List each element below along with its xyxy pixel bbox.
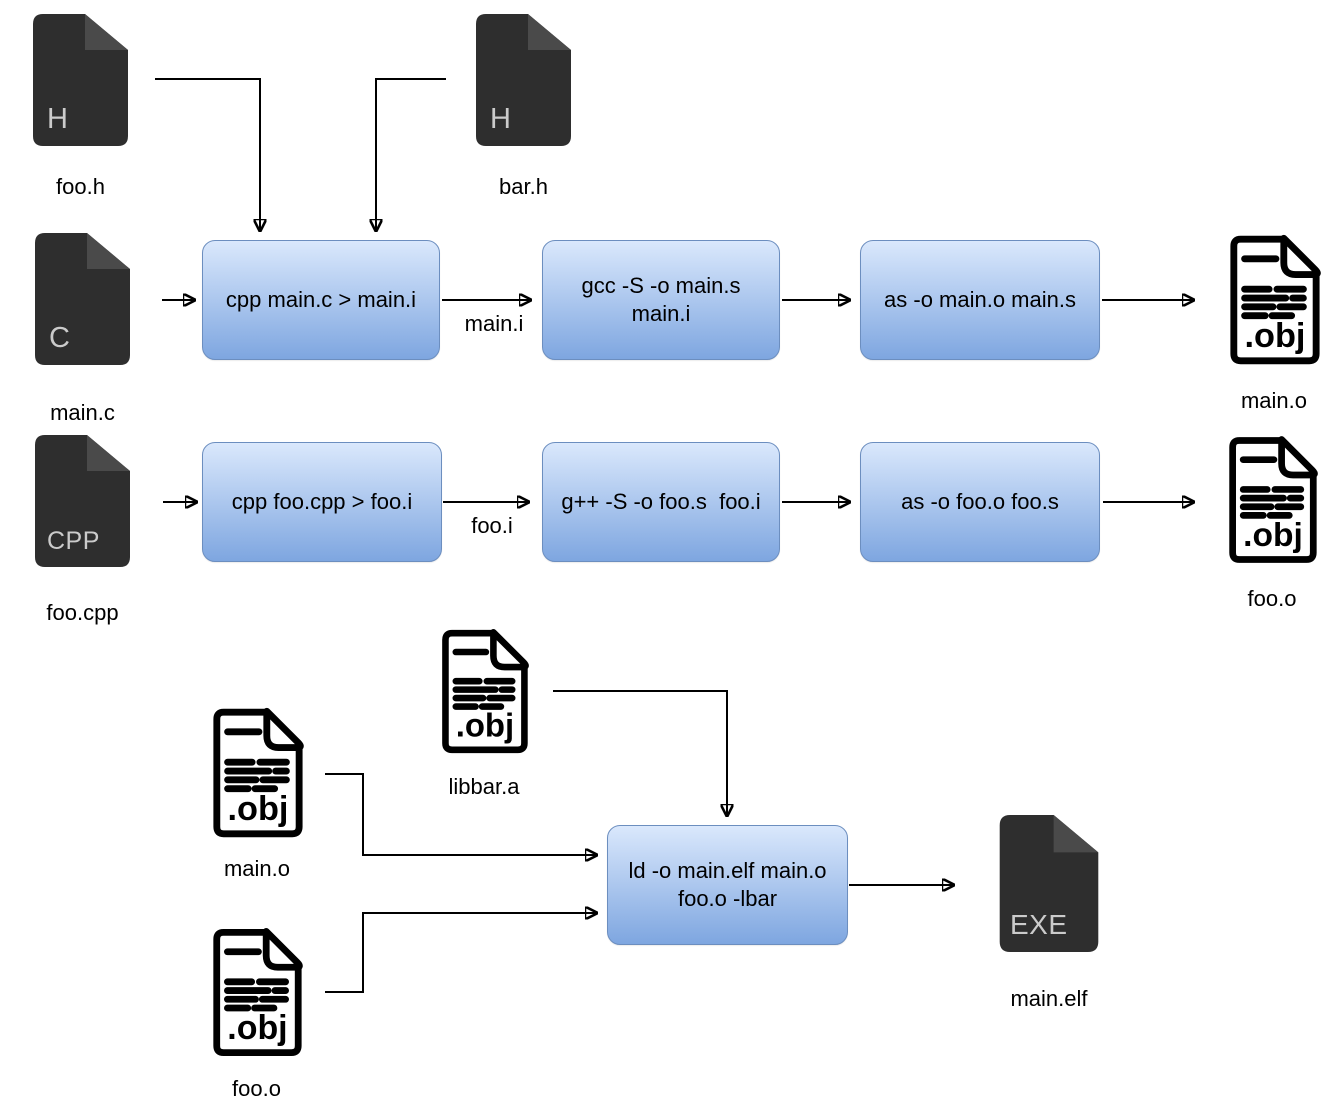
file-badge: C — [49, 322, 71, 354]
edge-fooo-to-ld — [325, 913, 596, 993]
process-command: cpp main.c > main.i — [225, 287, 417, 312]
file-badge: H — [490, 103, 512, 135]
exe-file-icon: EXE — [998, 815, 1100, 952]
process-box-cpp-main: cpp main.c > main.i — [202, 240, 440, 360]
file-label-main-c: main.c — [50, 400, 115, 425]
obj-file-icon: .obj — [437, 626, 531, 757]
file-badge: H — [47, 103, 69, 135]
file-label-foo-o: foo.o — [1247, 586, 1297, 611]
obj-file-icon: .obj — [208, 925, 305, 1060]
file-badge: EXE — [1010, 909, 1068, 940]
file-label-bar-h: bar.h — [499, 174, 548, 199]
obj-badge: .obj — [1243, 517, 1303, 554]
file-label-main-o: main.o — [1240, 388, 1308, 413]
h-file-icon: H — [476, 14, 571, 146]
file-label-foo-o-link: foo.o — [232, 1076, 281, 1101]
obj-file-icon: .obj — [208, 706, 306, 840]
obj-badge: .obj — [227, 790, 288, 828]
process-box-as-main: as -o main.o main.s — [860, 240, 1100, 360]
file-label-libbar-a: libbar.a — [448, 774, 520, 799]
process-box-cpp-foo: cpp foo.cpp > foo.i — [202, 442, 442, 562]
file-badge: CPP — [47, 527, 100, 555]
cpp-file-icon: CPP — [35, 435, 130, 567]
file-label-foo-h: foo.h — [56, 174, 105, 199]
h-file-icon: H — [33, 14, 128, 146]
process-box-gpp-foo: g++ -S -o foo.s foo.i — [542, 442, 780, 562]
file-label-foo-cpp: foo.cpp — [46, 600, 119, 625]
process-command: g++ -S -o foo.s foo.i — [561, 489, 761, 514]
process-command: cpp foo.cpp > foo.i — [231, 489, 413, 514]
edge-barh-to-cpp-main — [376, 78, 446, 230]
process-command-line1: ld -o main.elf main.o — [628, 858, 827, 883]
c-file-icon: C — [35, 233, 130, 365]
process-command: as -o main.o main.s — [884, 287, 1076, 312]
process-command-line1: gcc -S -o main.s — [581, 273, 741, 298]
obj-file-icon: .obj — [1224, 433, 1320, 567]
edge-label-foo-i: foo.i — [471, 513, 513, 538]
process-box-gcc-main: gcc -S -o main.s main.i — [542, 240, 780, 360]
process-command-line2: foo.o -lbar — [677, 886, 778, 911]
edge-fooh-to-cpp-main — [155, 78, 260, 230]
edge-label-main-i: main.i — [464, 311, 524, 336]
edge-libbar-to-ld — [553, 690, 727, 815]
process-box-ld-link: ld -o main.elf main.o foo.o -lbar — [607, 825, 848, 945]
file-label-main-o-link: main.o — [223, 856, 291, 881]
file-label-main-elf: main.elf — [1010, 986, 1088, 1011]
process-box-as-foo: as -o foo.o foo.s — [860, 442, 1100, 562]
obj-badge: .obj — [227, 1009, 287, 1047]
obj-badge: .obj — [1244, 317, 1305, 355]
process-command: as -o foo.o foo.s — [901, 489, 1059, 514]
process-command-line2: main.i — [631, 301, 691, 326]
obj-file-icon: .obj — [1225, 231, 1323, 369]
edge-maino-to-ld — [325, 773, 596, 855]
obj-badge: .obj — [456, 707, 514, 744]
